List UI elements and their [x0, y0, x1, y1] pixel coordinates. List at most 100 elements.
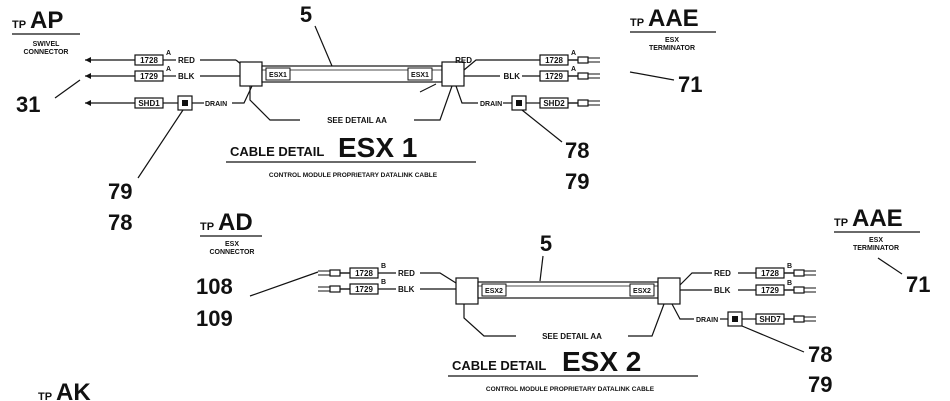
callout-31: 31: [16, 92, 40, 117]
subtitle-esx: ESX: [869, 237, 883, 244]
right-shield-wire: DRAIN SHD7: [671, 303, 817, 327]
wire-color: RED: [714, 269, 731, 278]
wire-letter: B: [787, 280, 792, 287]
cable-detail-title: ESX 2: [562, 346, 641, 377]
callout-108: 108: [196, 274, 233, 299]
callout-71: 71: [678, 72, 702, 97]
wire-letter: B: [381, 263, 386, 270]
wire-tag: 1728: [140, 56, 158, 65]
wire-color: RED: [178, 56, 195, 65]
wire-letter: A: [166, 66, 171, 73]
cable-end-label: ESX1: [411, 72, 429, 79]
wire-tag: 1728: [545, 56, 563, 65]
leader-line: [877, 257, 903, 275]
cable-end-label: ESX2: [633, 288, 651, 295]
see-detail-label: SEE DETAIL AA: [327, 116, 387, 125]
title-ap: AP: [30, 7, 63, 34]
leader-line: [521, 109, 563, 143]
wire-color: BLK: [714, 286, 731, 295]
wire-color: RED: [398, 269, 415, 278]
cable-end-label: ESX1: [269, 72, 287, 79]
subtitle-swivel: SWIVEL: [33, 41, 61, 48]
wire-letter: B: [787, 263, 792, 270]
wire-letter: A: [571, 50, 576, 57]
left-shield-wire: SHD1 DRAIN: [85, 85, 253, 111]
wire-color: RED: [455, 56, 472, 65]
wire-letter: A: [166, 50, 171, 57]
subtitle-esx: ESX: [665, 37, 679, 44]
leader-line: [741, 325, 805, 353]
wire-tag: 1728: [355, 269, 373, 278]
left-wire-blk: 1729 A BLK: [85, 66, 248, 82]
right-wire-blk: BLK 1729 A: [464, 66, 601, 82]
wire-letter: B: [381, 279, 386, 286]
shield-tag: SHD1: [138, 99, 160, 108]
subtitle-terminator: TERMINATOR: [853, 245, 899, 252]
title-aae: AAE: [648, 5, 699, 32]
title-prefix-aae: TP: [834, 217, 848, 229]
leader-line: [629, 71, 675, 81]
callout-79: 79: [108, 179, 132, 204]
title-prefix-ap: TP: [12, 19, 26, 31]
wire-tag: 1729: [545, 72, 563, 81]
cable-esx1: ESX1 ESX1: [239, 61, 465, 93]
wire-tag: 1728: [761, 269, 779, 278]
callout-78: 78: [565, 138, 589, 163]
right-wire-red: RED 1728 A: [455, 50, 601, 71]
shield-tag: SHD2: [543, 99, 565, 108]
callout-5: 5: [540, 231, 552, 256]
right-shield-wire: DRAIN SHD2: [455, 85, 601, 111]
left-wire-red: 1728 A RED: [85, 50, 249, 71]
wire-color: BLK: [504, 72, 521, 81]
shield-tag: SHD7: [759, 315, 781, 324]
callout-109: 109: [196, 306, 233, 331]
subtitle-esx: ESX: [225, 241, 239, 248]
cable-end-label: ESX2: [485, 288, 503, 295]
title-ad: AD: [218, 209, 253, 236]
leader-line: [54, 79, 81, 99]
leader-line: [628, 303, 665, 337]
cable-detail-label: CABLE DETAIL: [230, 144, 324, 159]
cable-detail-subtitle: CONTROL MODULE PROPRIETARY DATALINK CABL…: [486, 386, 655, 393]
see-detail-label: SEE DETAIL AA: [542, 332, 602, 341]
title-aae: AAE: [852, 205, 903, 232]
leader-line: [314, 25, 333, 67]
title-prefix-ad: TP: [200, 221, 214, 233]
cable-detail-title: ESX 1: [338, 132, 417, 163]
wire-color: BLK: [398, 285, 415, 294]
cable-detail-subtitle: CONTROL MODULE PROPRIETARY DATALINK CABL…: [269, 172, 438, 179]
callout-78: 78: [108, 210, 132, 235]
right-wire-blk: BLK 1729 B: [680, 280, 817, 296]
callout-78: 78: [808, 342, 832, 367]
cable-detail-label: CABLE DETAIL: [452, 358, 546, 373]
right-wire-red: RED 1728 B: [679, 263, 817, 286]
leader-line: [463, 304, 516, 337]
title-prefix-aae: TP: [630, 17, 644, 29]
subtitle-connector: CONNECTOR: [210, 249, 255, 256]
wire-letter: A: [571, 66, 576, 73]
leader-line: [414, 85, 453, 121]
callout-79: 79: [565, 169, 589, 194]
leader-line: [137, 109, 184, 179]
left-wire-blk: 1729 B BLK: [317, 279, 456, 295]
wire-tag: 1729: [140, 72, 158, 81]
wire-tag: 1729: [761, 286, 779, 295]
callout-71: 71: [906, 272, 930, 297]
drain-label: DRAIN: [696, 317, 718, 324]
cable-esx2: ESX2 ESX2: [455, 277, 681, 305]
wire-tag: 1729: [355, 285, 373, 294]
callout-79: 79: [808, 372, 832, 397]
drain-label: DRAIN: [205, 101, 227, 108]
leader-line: [249, 86, 300, 121]
leader-line: [249, 271, 319, 297]
title-prefix-ak: TP: [38, 391, 52, 401]
drain-label: DRAIN: [480, 101, 502, 108]
title-ak: AK: [56, 379, 91, 401]
callout-5: 5: [300, 2, 312, 27]
left-wire-red: 1728 B RED: [317, 263, 457, 284]
wire-color: BLK: [178, 72, 195, 81]
subtitle-terminator: TERMINATOR: [649, 45, 695, 52]
subtitle-connector: CONNECTOR: [24, 49, 69, 56]
